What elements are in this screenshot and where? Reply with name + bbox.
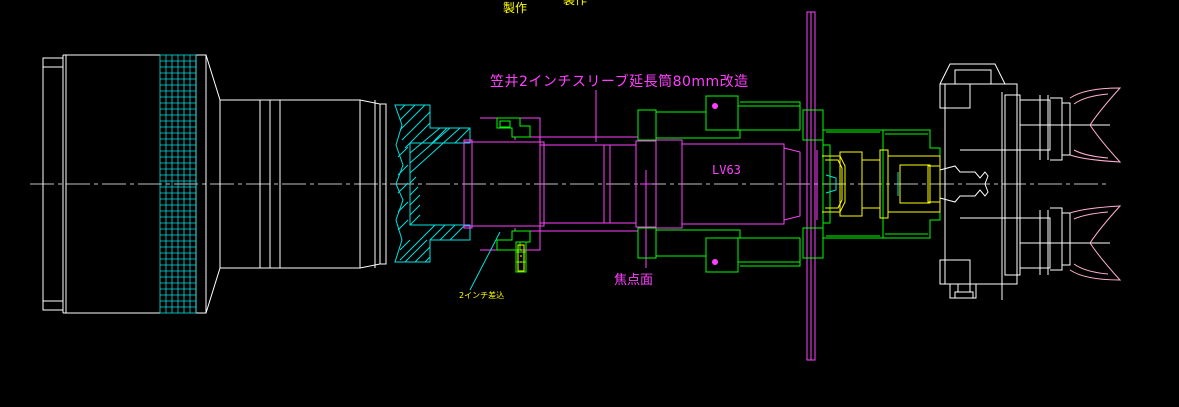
telescope-tube (42, 54, 387, 314)
title-made-label-partial: 製作 (563, 0, 588, 7)
yellow-screw-left (517, 244, 525, 272)
camera-adapter-yellow (822, 149, 941, 219)
sleeve-extension-tube (463, 90, 818, 268)
insert-leader-line (469, 231, 501, 291)
plate-brackets (802, 109, 824, 259)
green-mount-left (496, 117, 531, 273)
viewer-knobs (954, 283, 974, 299)
title-made-label: 製作 (503, 1, 528, 15)
focal-plane-label: 焦点面 (614, 273, 654, 288)
green-bracket-housing (637, 95, 801, 273)
adapter-cyan-details (825, 172, 899, 196)
screw-heads (712, 103, 718, 265)
eyecups (1069, 87, 1122, 281)
sleeve-note-label: 笠井2インチスリーブ延長筒80mm改造 (490, 74, 749, 90)
lens-model-label: LV63 (712, 163, 741, 177)
adapter-hatched-section (394, 104, 471, 263)
knurled-ring-grid (159, 54, 197, 314)
binocular-viewer-body (939, 63, 1110, 300)
focal-plane-plate (806, 11, 816, 361)
insert-note-label: 2インチ差込 (459, 291, 505, 300)
